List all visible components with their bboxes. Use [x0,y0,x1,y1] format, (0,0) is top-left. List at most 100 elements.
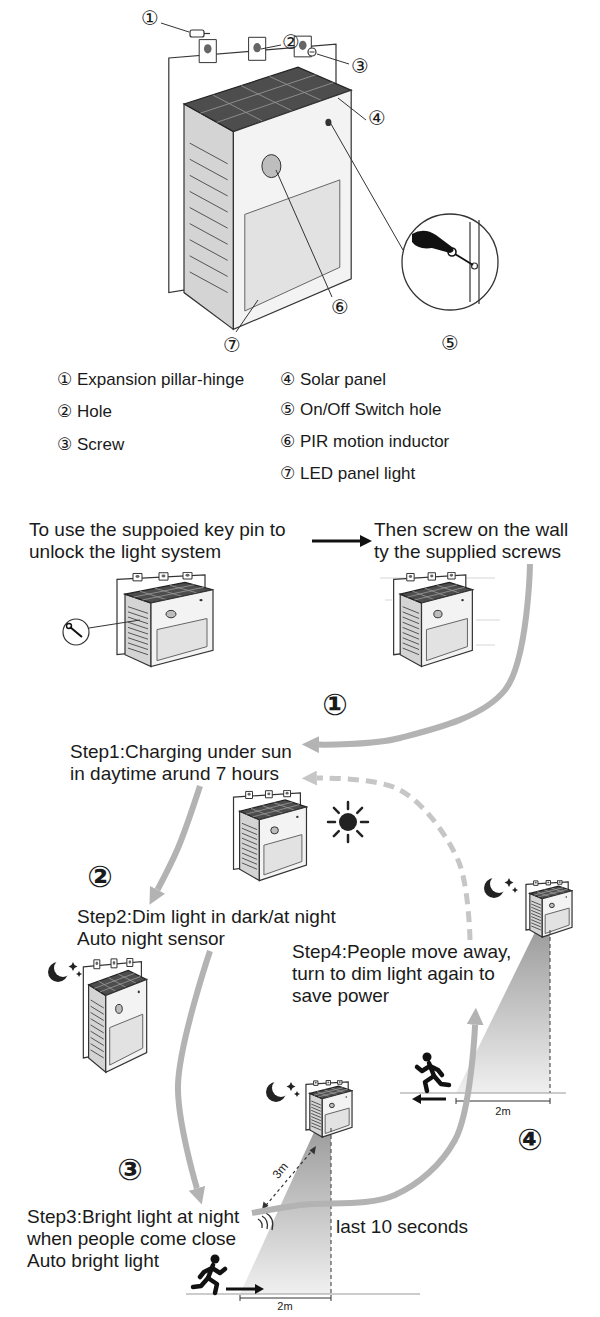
unlock-picture [63,619,89,645]
part-name: ⑥ PIR motion inductor [280,432,449,452]
screw-part [308,48,316,56]
connector-group [157,541,530,1213]
bright-light-picture [310,1146,317,1155]
switch-zoom [402,214,498,310]
step-caption: Then screw on the wall ty the supplied s… [372,518,579,564]
move-away-picture [412,1094,421,1104]
mounting-picture [380,572,500,666]
bright-light-picture [240,1298,331,1299]
move-away-picture [484,875,518,898]
bright-light-picture [186,1079,420,1301]
unlock-picture [63,572,213,666]
step-caption: Step1:Charging under sun in daytime arun… [68,740,302,786]
switch-zoom [412,231,454,253]
flow-arrow [157,786,200,890]
caption-text: Step3:Bright light at night when people … [27,1206,250,1272]
unlock-picture [89,620,140,628]
mounting-picture [476,645,495,646]
part-name: ③ Screw [57,435,124,455]
leader-line [236,300,258,332]
move-away-picture [549,930,550,1093]
bright-light-picture [266,1079,300,1102]
mounting-picture [394,572,473,666]
switch-zoom [402,214,498,310]
leader-line [276,170,332,297]
step-caption: Step4:People move away, turn to dim ligh… [290,940,524,1008]
move-away-picture [420,1098,446,1101]
switch-zoom [478,220,479,304]
charging-picture [234,790,368,880]
unlock-picture [67,624,72,629]
expansion-pillar [190,30,204,37]
screw-part [308,48,316,56]
flow-arrow [312,540,360,543]
caption-text: Step1:Charging under sun in daytime arun… [70,741,300,785]
lamp-drawing [169,36,351,329]
screw-part [310,52,315,53]
callout-number: ① [141,7,159,30]
leader-line [261,45,281,49]
move-away-picture [526,880,572,937]
caption-text: Then screw on the wall ty the supplied s… [374,519,577,563]
callout-number: ② [282,31,300,54]
callout-number: ④ [368,107,386,130]
bright-light-picture [226,1288,256,1291]
flow-arrow [319,564,530,745]
unlock-picture [117,572,213,666]
bright-light-picture [186,1294,420,1295]
part-name: ② Hole [57,402,112,422]
dim-light-picture [48,959,82,982]
dim-light-picture [48,958,147,1072]
leader-line [331,124,403,250]
part-name: ⑦ LED panel light [280,464,415,484]
move-away-picture [550,1098,551,1104]
step-number: ③ [117,1153,142,1188]
bright-light-picture [262,1146,316,1210]
charging-picture [234,790,307,880]
mounting-picture [476,620,500,621]
dimension: 2m [495,1105,510,1118]
step-number: ① [322,688,347,723]
bright-light-picture [240,1295,241,1301]
bright-light-picture [255,1284,264,1294]
move-away-picture [456,1098,457,1104]
leader-line [161,23,189,32]
caption-text: To use the suppoied key pin to unlock th… [29,519,310,563]
bright-light-picture [258,1219,262,1228]
flow-arrow [252,1025,475,1213]
expansion-pillar [204,33,210,34]
callout-number: ⑥ [331,296,349,319]
leader-line [161,23,403,332]
bright-light-picture [266,1213,273,1230]
flow-arrow [317,778,470,940]
switch-zoom [455,254,473,265]
part-name: ④ Solar panel [280,370,386,390]
step-caption: To use the suppoied key pin to unlock th… [27,518,312,564]
leader-line [338,98,366,120]
bright-light-picture [193,1255,225,1294]
step-caption: Step3:Bright light at night when people … [25,1205,252,1273]
lamp-drawing [169,36,351,329]
flow-arrow [178,951,210,1188]
callout-number: ③ [351,55,369,78]
move-away-picture [400,875,572,1104]
move-away-picture [456,1101,550,1102]
move-away-picture [417,1053,449,1092]
bright-light-picture [331,1295,332,1301]
dim-light-picture [83,958,146,1072]
bright-light-picture [258,1213,273,1230]
bright-light-picture [262,1216,267,1229]
unlock-picture [70,627,82,637]
step-number: ④ [517,1123,542,1158]
bright-light-picture [330,1128,331,1294]
bright-light-picture [306,1080,352,1137]
callout-number: ⑤ [441,332,459,355]
expansion-pillar [190,30,210,37]
part-name: ① Expansion pillar-hinge [57,370,244,390]
dimension: 2m [277,1300,292,1313]
part-name: ⑤ On/Off Switch hole [280,400,441,420]
